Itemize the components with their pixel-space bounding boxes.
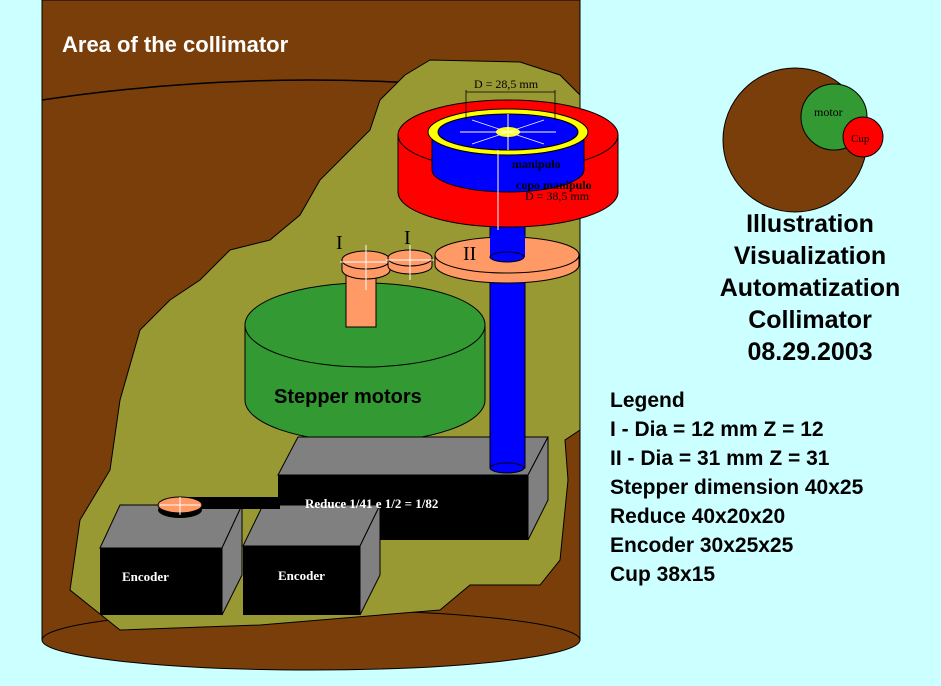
mini-top-view: [722, 67, 884, 213]
legend-heading: Legend: [610, 389, 685, 412]
title-block: Illustration Visualization Automatizatio…: [690, 208, 930, 368]
mini-cup-label: Cup: [851, 133, 870, 145]
legend-item: II - Dia = 31 mm Z = 31: [610, 447, 830, 470]
gear-one-a: [340, 245, 392, 290]
dimension-line-top: [465, 90, 556, 120]
legend: Legend I - Dia = 12 mm Z = 12 II - Dia =…: [610, 386, 930, 589]
title-line: Collimator: [748, 306, 872, 334]
title-line: Visualization: [733, 242, 887, 270]
title-line: Automatization: [719, 274, 901, 302]
gear-two: [434, 235, 580, 284]
manipulator-label: manipulo: [512, 157, 561, 171]
stepper-motor-label: Stepper motors: [274, 386, 422, 408]
gear-two-label: II: [463, 243, 476, 265]
encoder-box-left: [99, 504, 243, 616]
encoder-label-left: Encoder: [122, 569, 169, 584]
title-date: 08.29.2003: [747, 338, 873, 366]
reducer-label: Reduce 1/41 e 1/2 = 1/82: [305, 496, 438, 511]
legend-item: Encoder 30x25x25: [610, 534, 794, 557]
encoder-label-right: Encoder: [278, 568, 325, 583]
gear-one-a-label: I: [336, 232, 343, 254]
encoder-box-right: [242, 504, 381, 616]
cup-manipulator-label: copo manipulo: [516, 178, 592, 192]
legend-item: Reduce 40x20x20: [610, 505, 786, 528]
legend-item: I - Dia = 12 mm Z = 12: [610, 418, 824, 441]
legend-item: Cup 38x15: [610, 563, 716, 586]
cup: [397, 99, 619, 230]
gear-one-b: [386, 245, 434, 280]
title-line: Illustration: [746, 210, 874, 238]
encoder-belt: [157, 496, 280, 518]
bottom-diameter-label: D = 38,5 mm: [525, 189, 590, 203]
mini-motor-label: motor: [814, 105, 843, 119]
gear-one-b-label: I: [404, 227, 411, 249]
top-diameter-label: D = 28,5 mm: [474, 77, 539, 91]
area-title: Area of the collimator: [62, 32, 289, 57]
legend-item: Stepper dimension 40x25: [610, 476, 864, 499]
